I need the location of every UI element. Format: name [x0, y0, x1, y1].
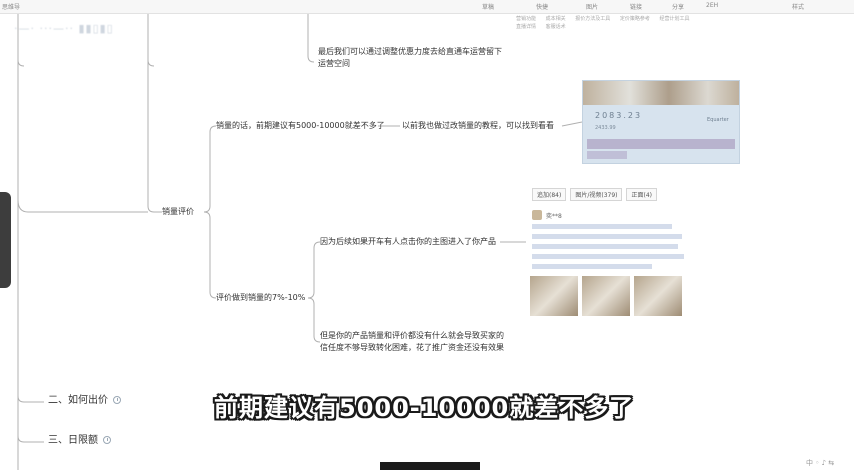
- image-caption-bar: [587, 139, 735, 149]
- review-tab: 正面(4): [626, 188, 657, 201]
- review-tabs: 追加(84)图片/视频(379)正面(4): [532, 182, 661, 201]
- image-banner: [583, 81, 739, 105]
- image-tag: Equarter: [707, 117, 729, 123]
- branch-line-advice: [203, 125, 217, 213]
- branch-line-root-a: [17, 59, 25, 67]
- section-two-label: 二、如何出价: [48, 395, 108, 406]
- branch-line-sales: [147, 14, 162, 213]
- side-panel-handle[interactable]: [0, 192, 11, 288]
- toolbar-item[interactable]: 草稿: [482, 4, 495, 11]
- clock-icon[interactable]: [103, 436, 111, 444]
- review-text-line: [532, 244, 678, 249]
- video-subtitle: 前期建议有5000-10000就差不多了: [214, 394, 635, 422]
- menu-hint-row: 直播详情 客服话术: [516, 23, 574, 30]
- node-review-ratio[interactable]: 评价做到销量的7%-10%: [216, 293, 306, 302]
- node-link-tutorial[interactable]: 以前我也做过改销量的教程，可以找到看看: [402, 121, 554, 130]
- toolbar-item[interactable]: 链接: [630, 4, 643, 11]
- toolbar-item[interactable]: 图片: [586, 4, 599, 11]
- branch-line-root-b: [17, 199, 148, 213]
- reviewer-avatar: [532, 210, 542, 220]
- menu-hint[interactable]: 客服话术: [545, 24, 566, 30]
- toolbar-item[interactable]: 快捷: [536, 4, 549, 11]
- tray-icons: 中 ◦ ♪ ⇆: [806, 459, 835, 467]
- branch-line-top: [147, 59, 155, 67]
- tutorial-screenshot-image[interactable]: 2083.23 2433.99 Equarter: [582, 80, 740, 164]
- node-reason-clicks[interactable]: 因为后续如果开车有人点击你的主图进入了你产品: [320, 237, 496, 246]
- branch-line-ratio: [203, 211, 217, 299]
- toolbar-item[interactable]: 分享: [672, 4, 685, 11]
- node-section-three[interactable]: 三、日限额: [48, 435, 111, 447]
- image-sub-text: 2433.99: [595, 125, 616, 131]
- toolbar-item[interactable]: 样式: [792, 4, 805, 11]
- clock-icon[interactable]: [113, 396, 121, 404]
- section-three-label: 三、日限额: [48, 435, 98, 446]
- menu-hint[interactable]: 报价方法及工具: [575, 16, 611, 22]
- image-number-text: 2083.23: [595, 111, 643, 120]
- node-top-note[interactable]: 最后我们可以通过调整优惠力度去给直通车运营留下运营空间: [318, 47, 502, 68]
- review-photo: [634, 276, 682, 316]
- review-tab: 追加(84): [532, 188, 567, 201]
- review-text-line: [532, 234, 682, 239]
- app-label: 思维导: [2, 4, 21, 11]
- connector-tutorial-thumb: [561, 121, 583, 127]
- toolbar-item[interactable]: 2EH: [706, 2, 719, 9]
- branch-line-trust: [307, 297, 321, 343]
- node-reason-trust[interactable]: 但是你的产品销量和评价都没有什么就会导致买家的信任度不够导致转化困难，花了推广资…: [320, 331, 504, 352]
- branch-line-section-two: [17, 395, 44, 403]
- menu-hint[interactable]: 成本相关: [545, 16, 566, 22]
- review-photo: [530, 276, 578, 316]
- blurred-header-text: ·—· ···—·· ▮▮▯▮▯: [14, 22, 114, 35]
- menu-hint[interactable]: 经营计划工具: [659, 16, 690, 22]
- app-toolbar: 思维导 草稿 快捷 图片 链接 分享 2EH 样式: [0, 0, 854, 14]
- branch-line-top-note: [307, 14, 315, 63]
- review-photo: [582, 276, 630, 316]
- review-text-line: [532, 254, 684, 259]
- menu-hint[interactable]: 定价策略参考: [619, 16, 650, 22]
- node-sales-advice[interactable]: 销量的话，前期建议有5000-10000就差不多了: [216, 121, 385, 130]
- taskbar-strip: [380, 462, 480, 470]
- menu-hint-row: 营销功能 成本相关 报价方法及工具 定价策略参考 经营计划工具: [516, 15, 697, 22]
- menu-hint[interactable]: 直播详情: [516, 24, 537, 30]
- product-review-screenshot-image[interactable]: 追加(84)图片/视频(379)正面(4) 奕**8: [526, 178, 686, 318]
- reviewer-name: 奕**8: [546, 213, 562, 220]
- review-text-line: [532, 264, 652, 269]
- branch-line-clicks: [307, 241, 321, 299]
- menu-hint[interactable]: 营销功能: [516, 16, 537, 22]
- review-tab: 图片/视频(379): [570, 188, 623, 201]
- node-section-two[interactable]: 二、如何出价: [48, 395, 121, 407]
- node-sales-review[interactable]: 销量评价: [162, 207, 194, 216]
- review-text-line: [532, 224, 672, 229]
- branch-line-section-three: [17, 435, 44, 443]
- image-caption-bar: [587, 151, 627, 159]
